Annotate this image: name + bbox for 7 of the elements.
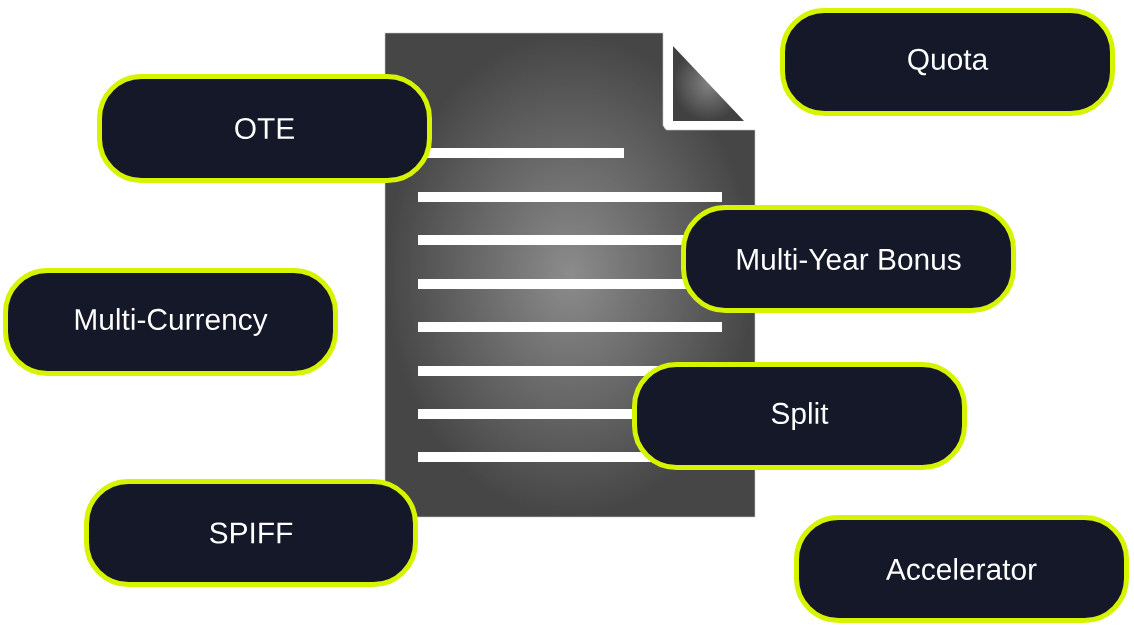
label-pill: SPIFF [84, 479, 418, 587]
label-pill: OTE [97, 74, 432, 183]
label-pill: Multi-Year Bonus [681, 205, 1016, 313]
label-pill: Multi-Currency [3, 268, 338, 376]
label-pill: Accelerator [794, 515, 1129, 623]
label-pill: Quota [780, 8, 1115, 116]
label-pill: Split [632, 362, 967, 470]
